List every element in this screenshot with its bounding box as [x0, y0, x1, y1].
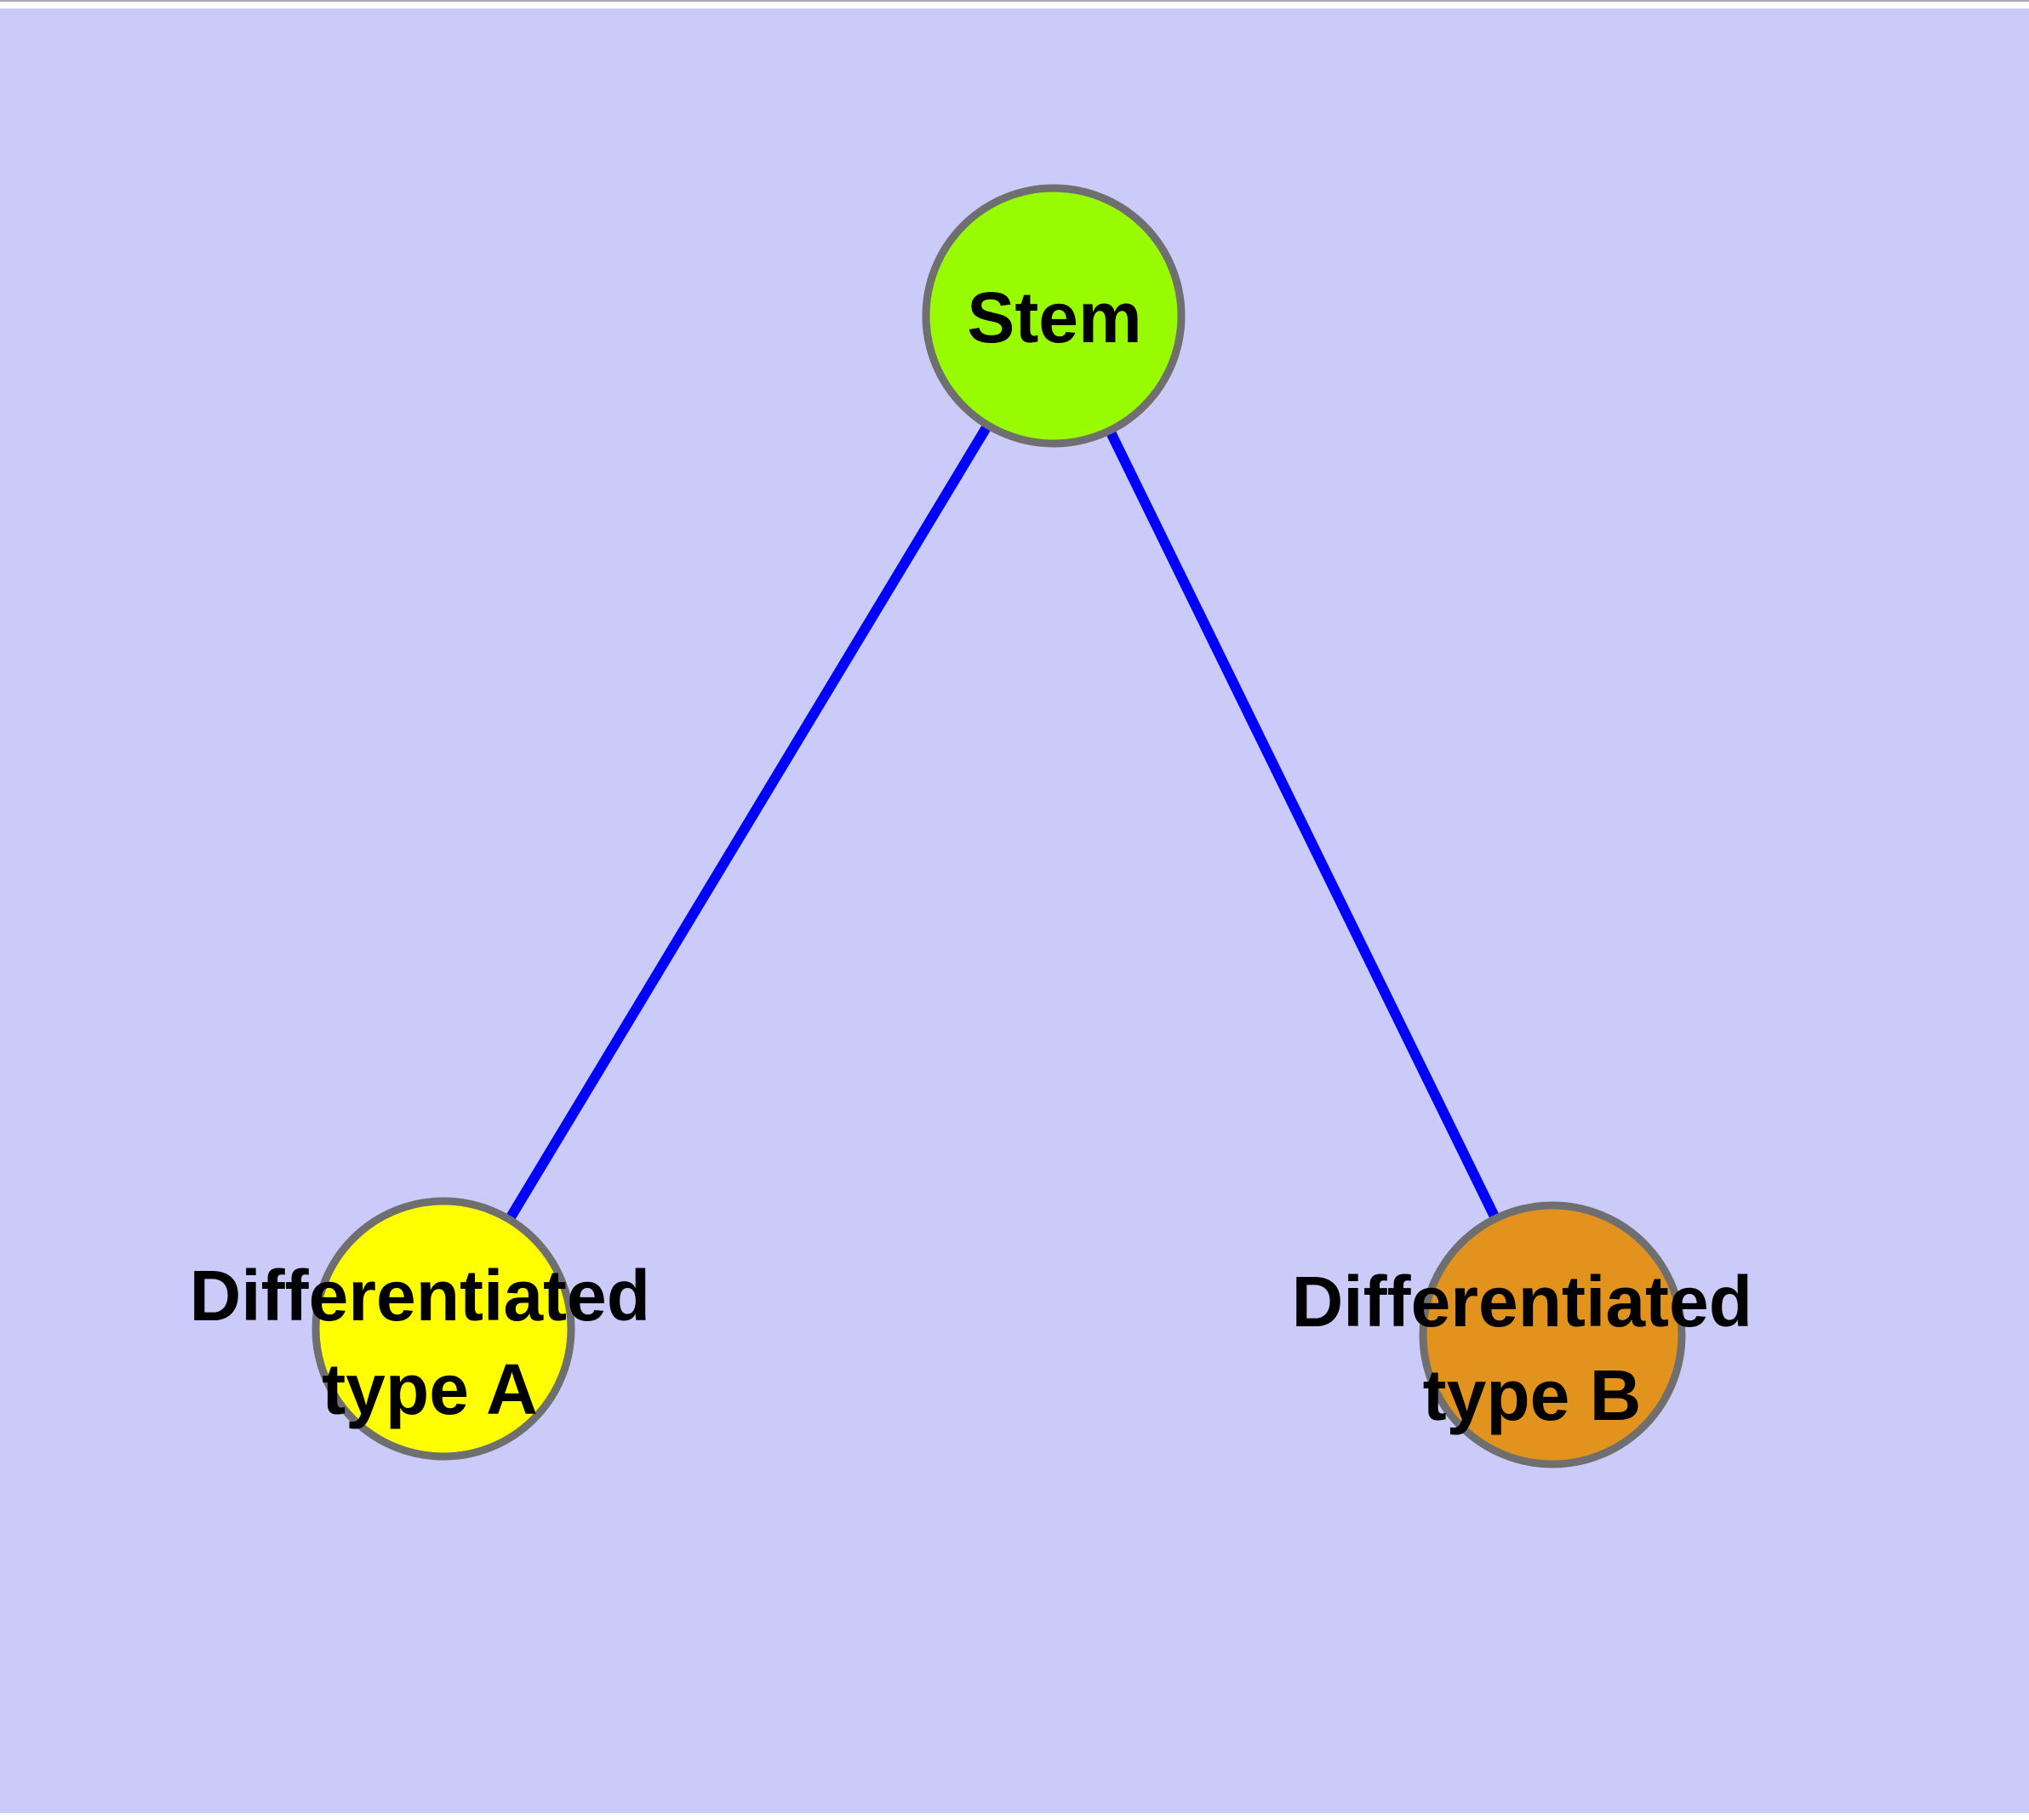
edge-stem-to-type-a: [438, 312, 1059, 1332]
node-type-a-label: Differentiated type A: [190, 1256, 671, 1429]
node-type-b-label-line1: Differentiated: [1292, 1262, 1752, 1342]
node-type-a-circle: [311, 1197, 575, 1461]
node-type-a-label-line2: type A: [322, 1349, 538, 1429]
node-type-a-label-line1: Differentiated: [190, 1256, 650, 1336]
node-type-b-label: Differentiated type B: [1292, 1262, 1773, 1435]
node-type-b-circle: [1419, 1201, 1686, 1468]
node-stem-label: Stem: [967, 278, 1141, 358]
node-stem-circle: [922, 184, 1186, 448]
window-top-border: [0, 0, 2029, 2]
edge-stem-to-type-b: [1049, 313, 1557, 1337]
node-type-b-label-line2: type B: [1423, 1355, 1642, 1435]
